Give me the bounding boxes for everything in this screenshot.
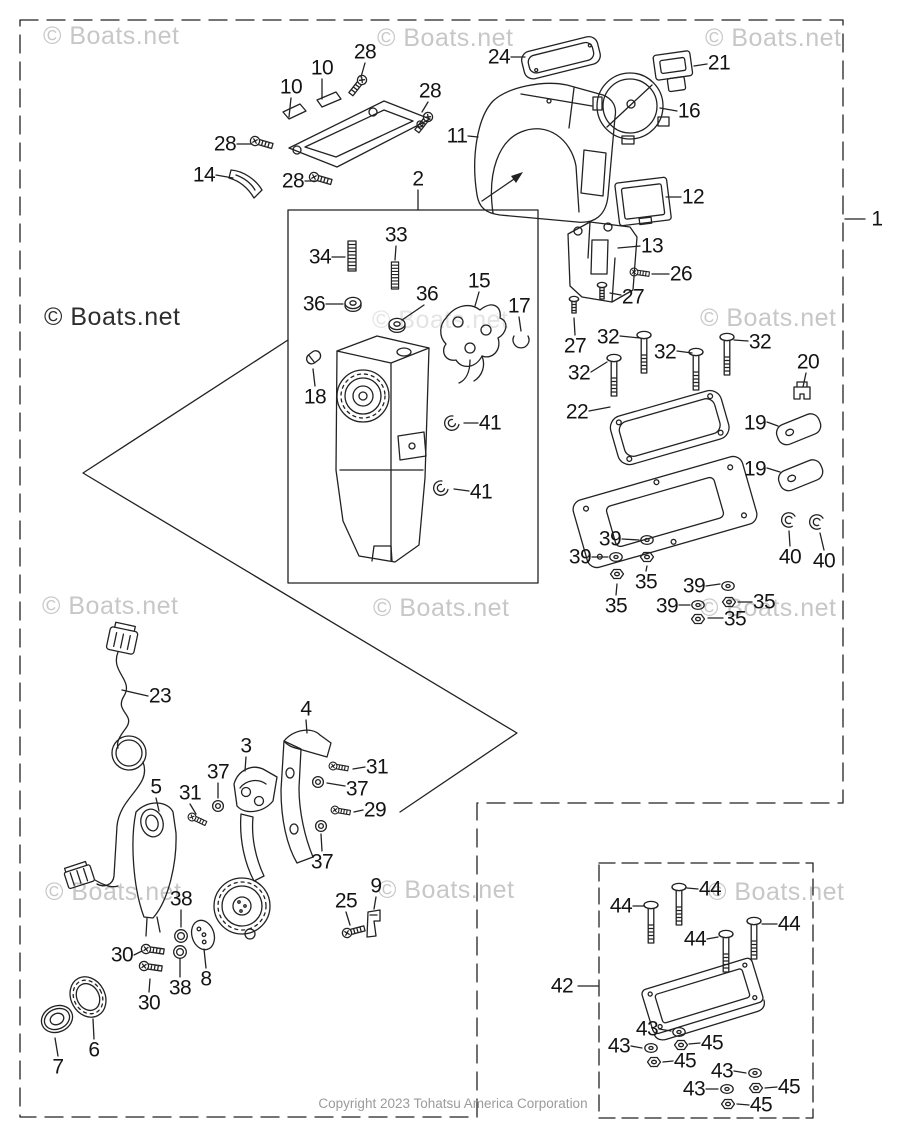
part-22-gasket [609,389,730,466]
part-13-bracket [567,221,638,303]
eclips-41 [430,413,461,499]
part-12-panel [614,176,672,227]
orings-38 [173,929,188,959]
part-17-snap-ring [512,335,530,349]
part-16-ring [592,72,670,145]
washers-43 [644,1026,762,1095]
part-15-bracket-plate [440,304,507,384]
screws-31-29 [186,760,352,828]
part-5-cover [132,802,177,937]
studs-34-33 [347,240,400,290]
nuts-35 [609,551,737,625]
nuts-36 [344,296,406,334]
part-19-mounts [775,413,824,492]
part-7-ring [40,1004,74,1034]
copyright-text: Copyright 2023 Tohatsu America Corporati… [318,1096,588,1111]
part-20-clip [793,381,811,400]
bolts-32 [606,330,735,397]
part-14-clip [228,169,263,199]
part-4-strip [280,729,332,864]
part-23-cable [63,621,147,890]
control-unit-body [335,335,430,563]
part-18-pin [305,350,322,365]
part-11-housing [474,82,617,223]
eclips-40 [779,510,825,531]
projection-lines [82,172,523,813]
mounting-plate [572,455,758,569]
part-3-handle [213,766,278,940]
screws-30 [138,943,166,974]
detail-box-2 [287,209,539,584]
part-24-lid [521,35,601,80]
part-42-spacer [641,957,766,1041]
detail-box-42 [598,862,814,1119]
leader-lines [54,56,866,1106]
part-8-disc [190,919,216,951]
part-25-screw [340,923,367,940]
part-21-latch [652,50,694,93]
nuts-45 [646,1039,764,1110]
part-10-rails [282,91,431,168]
part-6-collar [69,976,107,1018]
part-9-clip [366,909,381,938]
screws-26-27 [568,267,651,314]
assembly-border [19,19,844,1118]
